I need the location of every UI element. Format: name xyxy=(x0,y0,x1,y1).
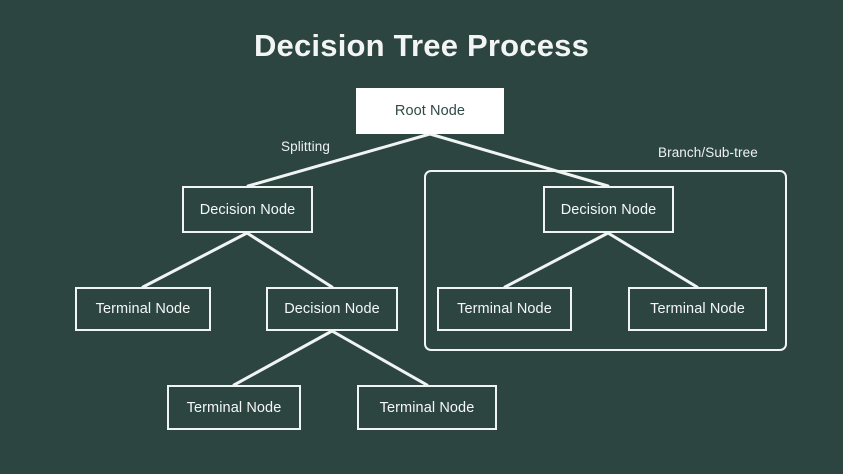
node-terminal-branch-2[interactable]: Terminal Node xyxy=(628,287,767,331)
node-decision-mid-label: Decision Node xyxy=(284,301,380,317)
edge-decision_mid-to-terminal_bottom_2 xyxy=(330,329,429,387)
node-terminal-branch-2-label: Terminal Node xyxy=(650,301,745,317)
node-decision-mid[interactable]: Decision Node xyxy=(266,287,398,331)
node-terminal-left-1-label: Terminal Node xyxy=(95,301,191,317)
node-terminal-branch-1-label: Terminal Node xyxy=(457,301,552,317)
annotation-branch-subtree: Branch/Sub-tree xyxy=(658,145,758,160)
edge-decision_left-to-decision_mid xyxy=(245,231,334,289)
node-terminal-bottom-2[interactable]: Terminal Node xyxy=(357,385,497,430)
node-terminal-bottom-1-label: Terminal Node xyxy=(186,399,282,416)
node-decision-left[interactable]: Decision Node xyxy=(182,186,313,233)
node-decision-right[interactable]: Decision Node xyxy=(543,186,674,233)
node-terminal-left-1[interactable]: Terminal Node xyxy=(75,287,211,331)
node-root[interactable]: Root Node xyxy=(356,88,504,134)
node-root-label: Root Node xyxy=(394,103,466,119)
node-decision-right-label: Decision Node xyxy=(560,201,657,218)
branch-subtree-boundary xyxy=(424,170,787,351)
edge-root-to-decision_left xyxy=(246,132,432,188)
node-terminal-branch-1[interactable]: Terminal Node xyxy=(437,287,572,331)
page-title: Decision Tree Process xyxy=(253,28,590,63)
node-terminal-bottom-1[interactable]: Terminal Node xyxy=(167,385,301,430)
node-terminal-bottom-2-label: Terminal Node xyxy=(379,399,475,416)
annotation-splitting: Splitting xyxy=(281,139,330,154)
edge-decision_mid-to-terminal_bottom_1 xyxy=(232,329,334,387)
node-decision-left-label: Decision Node xyxy=(199,201,296,218)
edge-decision_left-to-terminal_left_1 xyxy=(141,231,249,289)
